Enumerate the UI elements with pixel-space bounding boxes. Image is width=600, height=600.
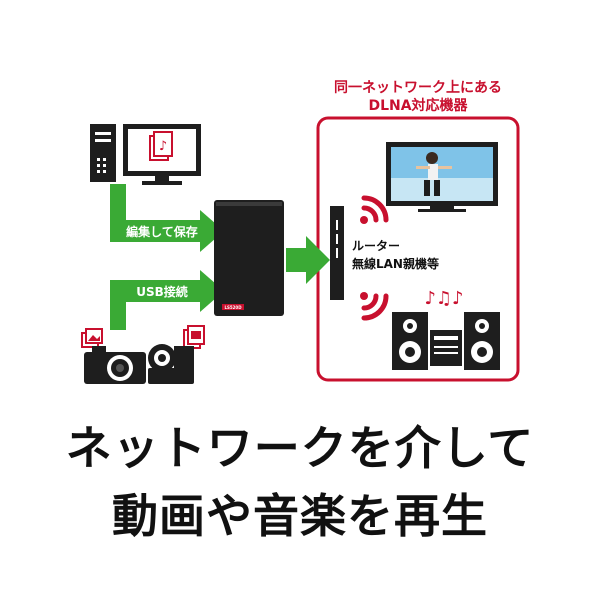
edit-save-label: 編集して保存 <box>126 224 198 239</box>
desktop-pc-icon <box>90 124 201 185</box>
usb-label: USB接続 <box>136 284 188 299</box>
digital-camera-icon <box>84 346 146 384</box>
dlna-title-line1: 同一ネットワーク上にある <box>334 80 502 96</box>
router-label-line2: 無線LAN親機等 <box>352 256 439 271</box>
router-device <box>330 206 344 300</box>
stereo-speakers-icon <box>392 312 500 370</box>
video-camera-icon <box>148 344 194 384</box>
wifi-signal-icon <box>360 195 389 224</box>
music-document-icon: ♪ <box>149 131 173 161</box>
usb-arrow <box>110 270 224 330</box>
television-icon <box>386 142 498 212</box>
router-label-line1: ルーター <box>352 239 400 253</box>
edit-save-arrow <box>110 184 224 252</box>
nas-to-router-arrow <box>286 236 330 284</box>
wifi-signal-icon <box>360 292 389 321</box>
dlna-diagram: 同一ネットワーク上にある DLNA対応機器 ♪ 編集して保存 USB <box>81 80 520 384</box>
dlna-title-line2: DLNA対応機器 <box>368 97 468 114</box>
nas-badge: LS520D <box>224 305 242 310</box>
film-icon <box>183 325 205 349</box>
photo-icon <box>81 328 103 348</box>
music-notes: ♪♫♪ <box>424 288 463 309</box>
headline-line2: 動画や音楽を再生 <box>112 489 488 543</box>
nas-device <box>214 200 284 316</box>
headline-line1: ネットワークを介して <box>65 421 535 475</box>
svg-text:♪: ♪ <box>159 139 167 154</box>
